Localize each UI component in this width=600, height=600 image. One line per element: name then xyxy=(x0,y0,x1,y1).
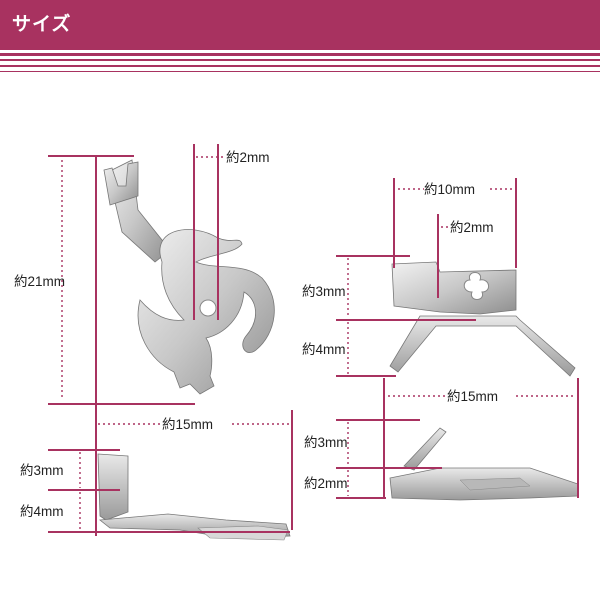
left-side-height-label-2: 約4mm xyxy=(20,504,64,519)
left-dimension-lines xyxy=(48,144,293,536)
right-top-width-label: 約10mm xyxy=(424,182,475,197)
header-title: サイズ xyxy=(12,14,72,35)
right-side-height-label-2: 約2mm xyxy=(304,476,348,491)
left-side-height-label-1: 約3mm xyxy=(20,463,64,478)
right-dimension-lines xyxy=(336,178,579,499)
left-part-top-view xyxy=(103,159,275,395)
right-height-label-2: 約4mm xyxy=(302,342,346,357)
right-side-height-label-1: 約3mm xyxy=(304,435,348,450)
header-bar: サイズ xyxy=(0,0,600,46)
right-part-side-view xyxy=(389,427,579,501)
header-stripes xyxy=(0,46,600,80)
left-height-label: 約21mm xyxy=(14,274,65,289)
left-hole-label: 約2mm xyxy=(226,150,270,165)
right-height-label-1: 約3mm xyxy=(302,284,346,299)
left-width-label: 約15mm xyxy=(162,417,213,432)
right-part-top-view xyxy=(389,261,576,377)
right-width-label: 約15mm xyxy=(447,389,498,404)
right-slot-label: 約2mm xyxy=(450,220,494,235)
left-part-side-view xyxy=(97,453,291,541)
